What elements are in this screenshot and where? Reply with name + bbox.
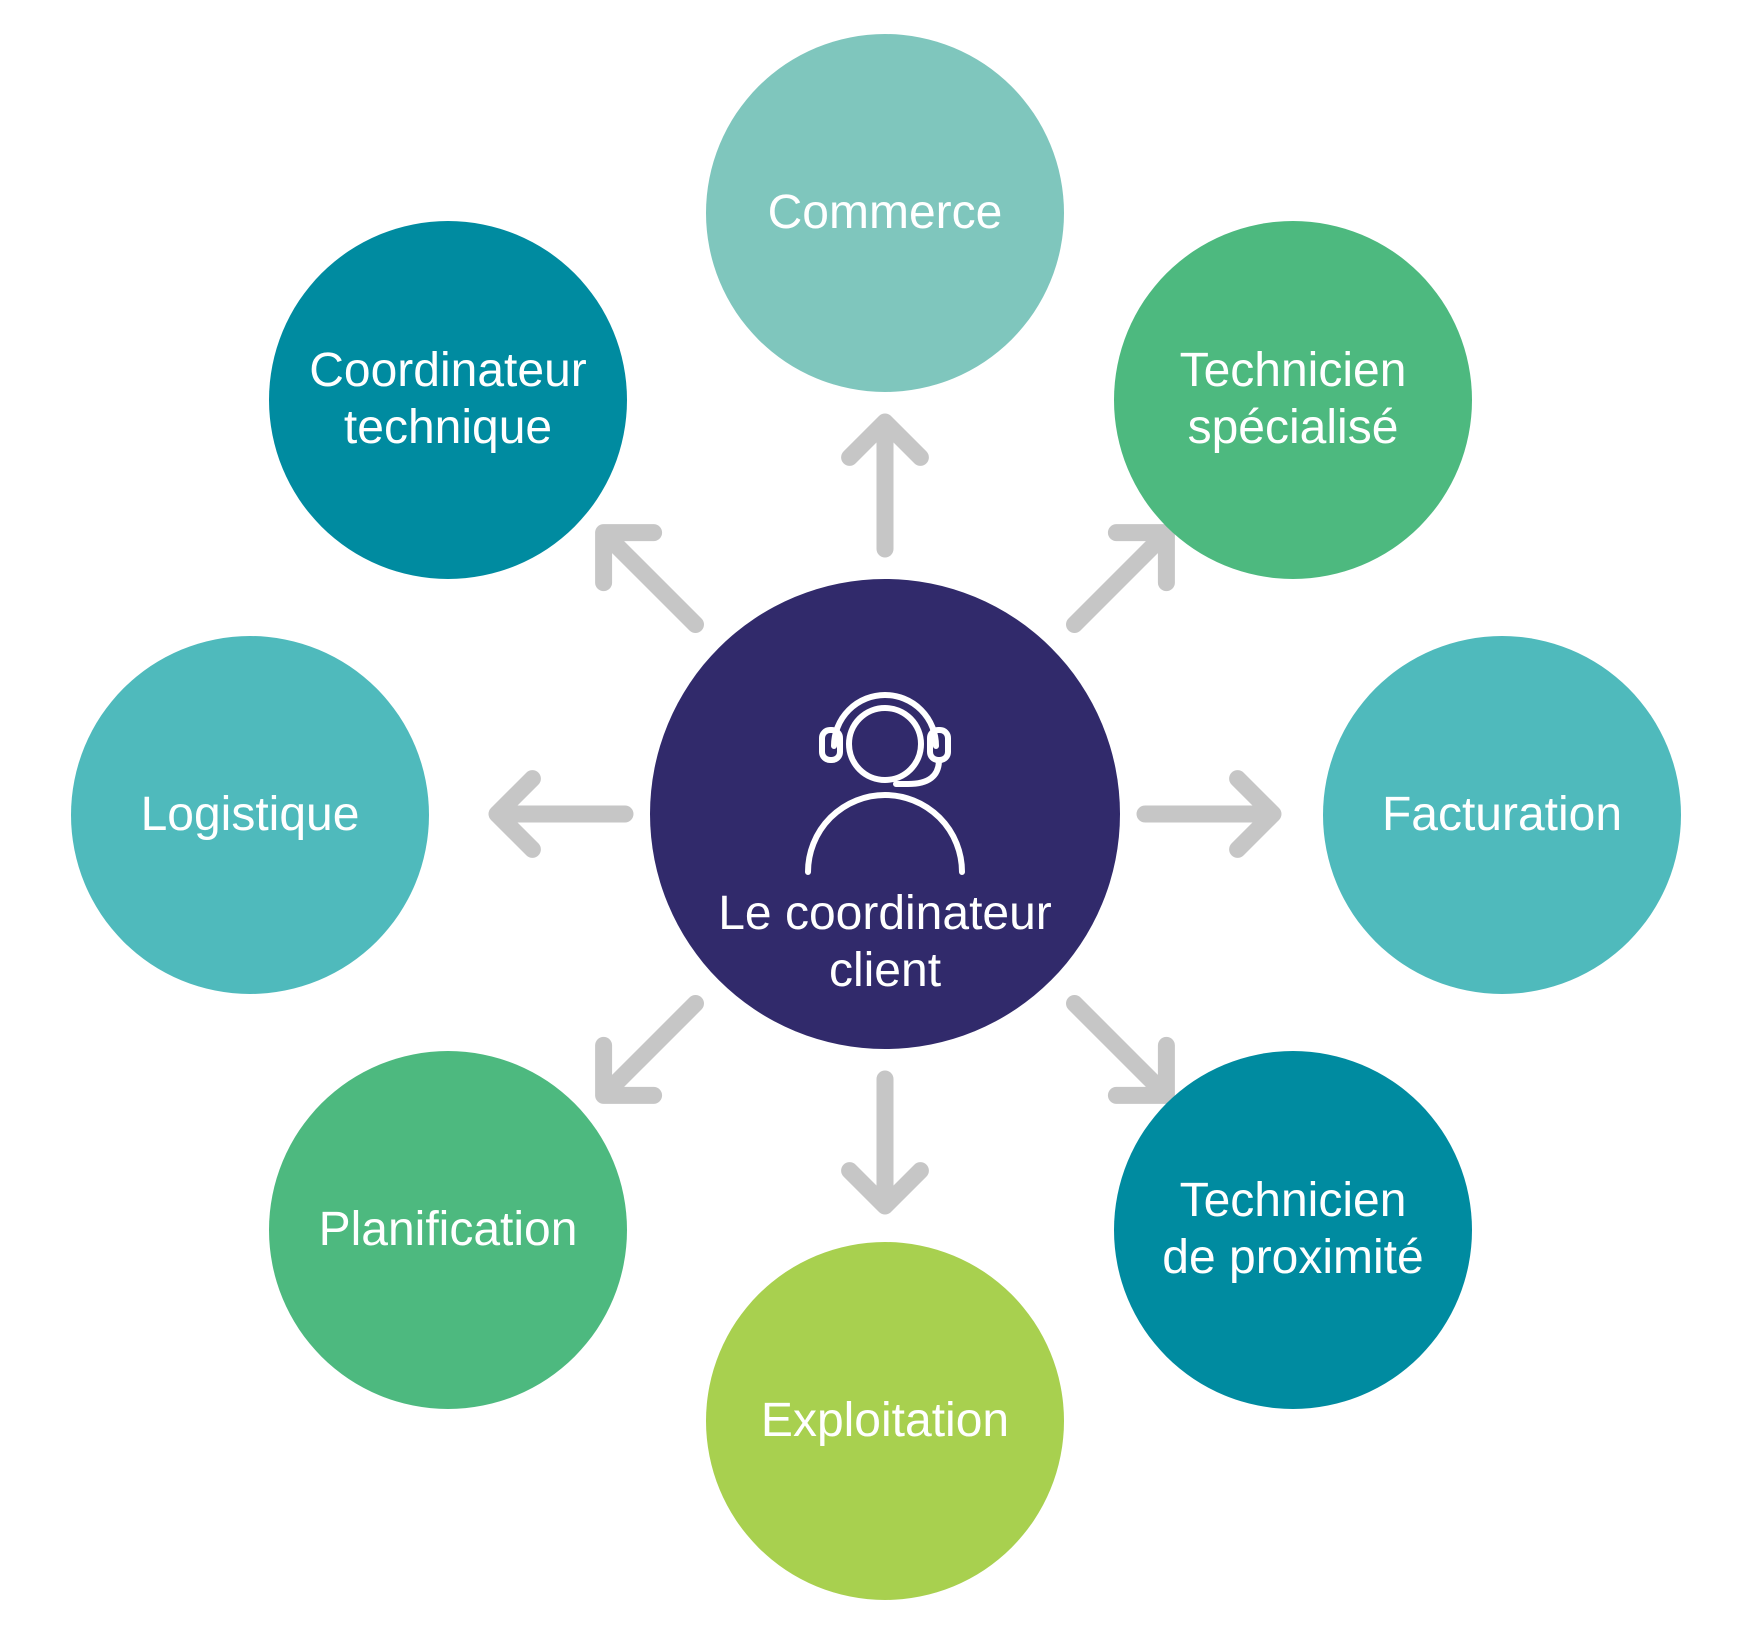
arrow-to-planification-path (595, 995, 704, 1104)
headset-person-icon (805, 692, 965, 876)
node-technicien-proximite: Technicien de proximité (1114, 1051, 1472, 1409)
arrow-to-technicien-specialise (1066, 524, 1175, 633)
node-label-exploitation: Exploitation (760, 1393, 1010, 1447)
node-exploitation: Exploitation (706, 1242, 1064, 1600)
arrow-to-exploitation (841, 1070, 929, 1215)
arrow-to-technicien-proximite-path (1066, 995, 1175, 1104)
node-technicien-specialise: Technicien spécialisé (1114, 221, 1472, 579)
arrow-to-technicien-specialise-path (1066, 524, 1175, 633)
arrow-to-facturation (1136, 770, 1282, 858)
arrow-to-coordinateur-technique-path (595, 524, 704, 633)
node-planification: Planification (269, 1051, 627, 1409)
node-label-planification: Planification (318, 1202, 578, 1256)
node-label-facturation: Facturation (1381, 787, 1623, 841)
center-node: Le coordinateur client (650, 579, 1120, 1049)
arrow-to-facturation-path (1136, 770, 1282, 858)
arrow-to-technicien-proximite (1066, 995, 1175, 1104)
center-label: Le coordinateur client (718, 887, 1052, 997)
arrow-to-exploitation-path (841, 1070, 929, 1215)
node-label-coordinateur-technique: Coordinateur technique (309, 344, 587, 454)
arrow-to-logistique-path (488, 770, 634, 858)
node-label-technicien-proximite: Technicien de proximité (1162, 1174, 1424, 1284)
node-logistique: Logistique (71, 636, 429, 994)
arrow-to-logistique (488, 770, 634, 858)
arrow-to-coordinateur-technique (595, 524, 704, 633)
node-label-technicien-specialise: Technicien spécialisé (1179, 344, 1407, 454)
arrow-to-commerce (841, 413, 929, 558)
node-commerce: Commerce (706, 34, 1064, 392)
arrow-to-planification (595, 995, 704, 1104)
node-facturation: Facturation (1323, 636, 1681, 994)
node-label-logistique: Logistique (140, 787, 360, 841)
node-label-commerce: Commerce (767, 185, 1003, 239)
arrow-to-commerce-path (841, 413, 929, 558)
node-coordinateur-technique: Coordinateur technique (269, 221, 627, 579)
